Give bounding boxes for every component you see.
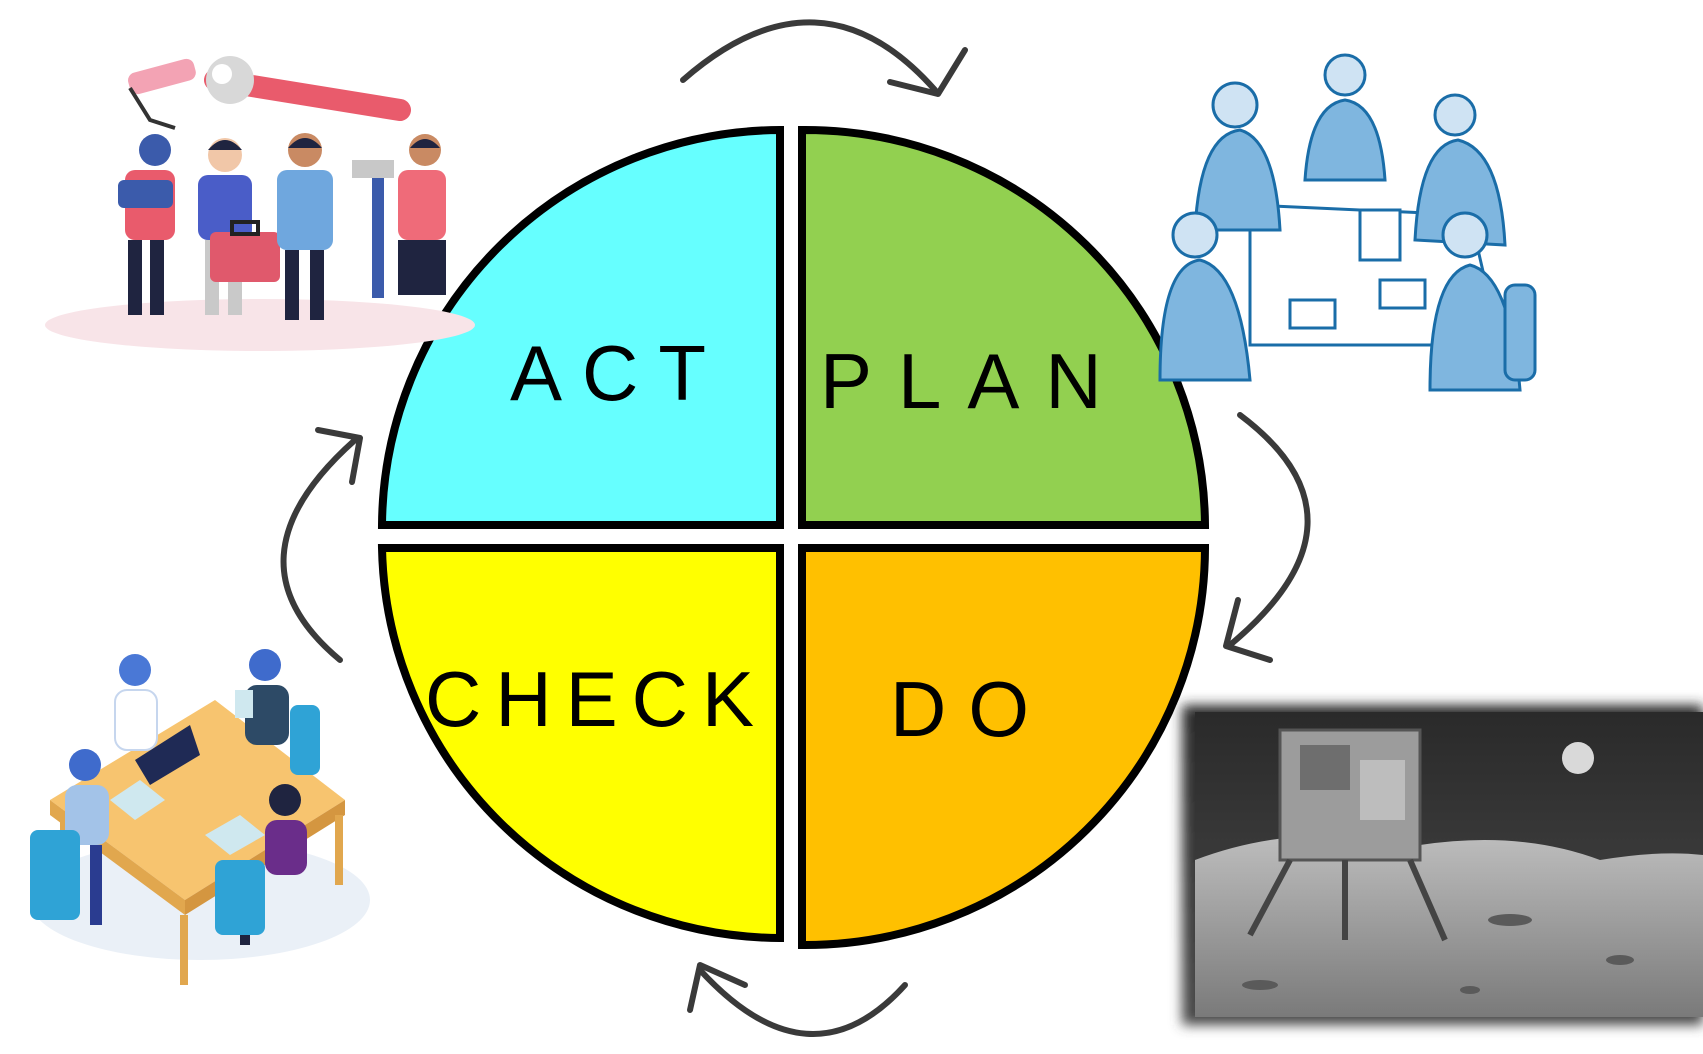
arrow-do-to-check bbox=[687, 962, 908, 1037]
quadrant-do bbox=[798, 544, 1210, 950]
cycle-arrows bbox=[280, 19, 1311, 1037]
arrow-plan-to-do bbox=[1223, 412, 1311, 663]
workers-with-tools-illustration bbox=[45, 56, 475, 351]
arrow-check-to-act bbox=[280, 427, 363, 663]
lunar-lander-photo bbox=[1182, 705, 1703, 1025]
quadrant-plan bbox=[798, 125, 1210, 529]
pdca-circle: ACT PLAN CHECK DO bbox=[377, 125, 1210, 950]
label-plan: PLAN bbox=[820, 337, 1128, 425]
arrow-act-to-plan bbox=[680, 19, 968, 97]
label-do: DO bbox=[890, 665, 1051, 753]
quadrant-act bbox=[377, 125, 784, 529]
team-at-table-illustration bbox=[30, 649, 370, 985]
business-meeting-sketch bbox=[1158, 53, 1537, 392]
label-check: CHECK bbox=[425, 655, 768, 743]
quadrant-check bbox=[377, 544, 784, 943]
label-act: ACT bbox=[510, 329, 726, 417]
